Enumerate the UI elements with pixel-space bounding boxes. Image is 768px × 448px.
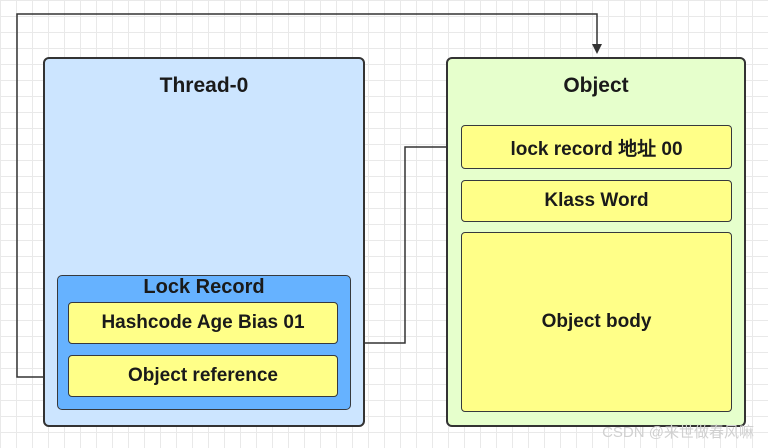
object-reference-cell: Object reference xyxy=(68,355,338,397)
object-title: Object xyxy=(563,74,629,97)
hashcode-age-bias-cell: Hashcode Age Bias 01 xyxy=(68,302,338,344)
lock-record-title: Lock Record xyxy=(143,276,265,298)
watermark-text: CSDN @来世做春风嘛 xyxy=(602,424,754,441)
lock-record-pointer-arrow xyxy=(354,146,461,348)
object-body-cell: Object body xyxy=(461,232,732,412)
thread-title: Thread-0 xyxy=(159,74,249,97)
reference-arrow xyxy=(16,13,602,378)
mark-word-cell: lock record 地址 00 xyxy=(461,125,732,169)
klass-word-cell: Klass Word xyxy=(461,180,732,222)
